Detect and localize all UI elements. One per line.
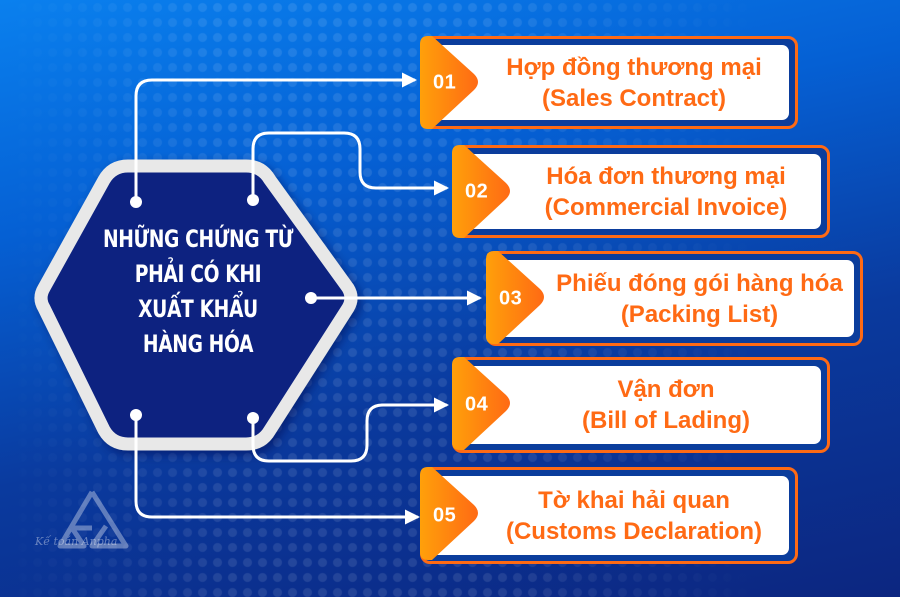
card-subtitle: (Bill of Lading) bbox=[582, 407, 750, 434]
number-badge-icon bbox=[452, 145, 510, 238]
connector-01 bbox=[134, 72, 417, 204]
center-title-line: PHẢI CÓ KHI bbox=[134, 260, 262, 288]
card-subtitle: (Commercial Invoice) bbox=[544, 193, 788, 221]
connector-dot-01 bbox=[130, 196, 142, 208]
badge-number: 04 bbox=[465, 393, 489, 416]
connector-04 bbox=[251, 397, 449, 463]
center-title-line: NHỮNG CHỨNG TỪ bbox=[102, 225, 294, 253]
card-body bbox=[429, 45, 789, 120]
center-hexagon bbox=[34, 159, 358, 451]
card-title: Tờ khai hải quan bbox=[538, 486, 730, 514]
connector-02 bbox=[251, 131, 449, 202]
card-body bbox=[495, 260, 854, 337]
logo-text: Kế toán Anpha bbox=[35, 535, 118, 548]
document-card-05: 05 Tờ khai hải quan (Customs Declaration… bbox=[420, 467, 798, 564]
document-card-01: 01 Hợp đồng thương mại (Sales Contract) bbox=[420, 36, 798, 129]
connector-dot-03 bbox=[305, 292, 317, 304]
connector-05 bbox=[134, 413, 420, 525]
badge-number: 03 bbox=[499, 287, 523, 309]
badge-number: 05 bbox=[433, 504, 457, 526]
card-title: Vận đơn bbox=[617, 376, 715, 403]
number-badge-icon bbox=[452, 357, 510, 450]
number-badge-icon bbox=[420, 36, 478, 129]
number-badge-icon bbox=[486, 251, 544, 344]
badge-number: 02 bbox=[465, 180, 489, 202]
card-body bbox=[461, 366, 821, 444]
badge-number: 01 bbox=[433, 71, 457, 93]
center-title-line: XUẤT KHẨU bbox=[138, 295, 258, 323]
document-card-04: 04 Vận đơn (Bill of Lading) bbox=[452, 357, 830, 453]
card-title: Hợp đồng thương mại bbox=[506, 53, 762, 81]
connector-dot-04 bbox=[247, 412, 259, 424]
card-subtitle: (Packing List) bbox=[620, 300, 779, 328]
document-card-03: 03 Phiếu đóng gói hàng hóa (Packing List… bbox=[486, 251, 863, 346]
card-subtitle: (Customs Declaration) bbox=[505, 517, 763, 545]
card-body bbox=[429, 476, 789, 555]
card-subtitle: (Sales Contract) bbox=[541, 84, 727, 112]
number-badge-icon bbox=[420, 467, 478, 560]
triangle-logo-icon bbox=[57, 490, 129, 549]
connector-dot-02 bbox=[247, 194, 259, 206]
card-body bbox=[461, 154, 821, 229]
card-title: Phiếu đóng gói hàng hóa bbox=[556, 269, 843, 297]
center-title-line: HÀNG HÓA bbox=[142, 330, 254, 358]
connector-dot-05 bbox=[130, 409, 142, 421]
center-title: NHỮNG CHỨNG TỪ PHẢI CÓ KHI XUẤT KHẨU HÀN… bbox=[98, 222, 298, 362]
card-title: Hóa đơn thương mại bbox=[546, 162, 786, 190]
document-card-02: 02 Hóa đơn thương mại (Commercial Invoic… bbox=[452, 145, 830, 238]
